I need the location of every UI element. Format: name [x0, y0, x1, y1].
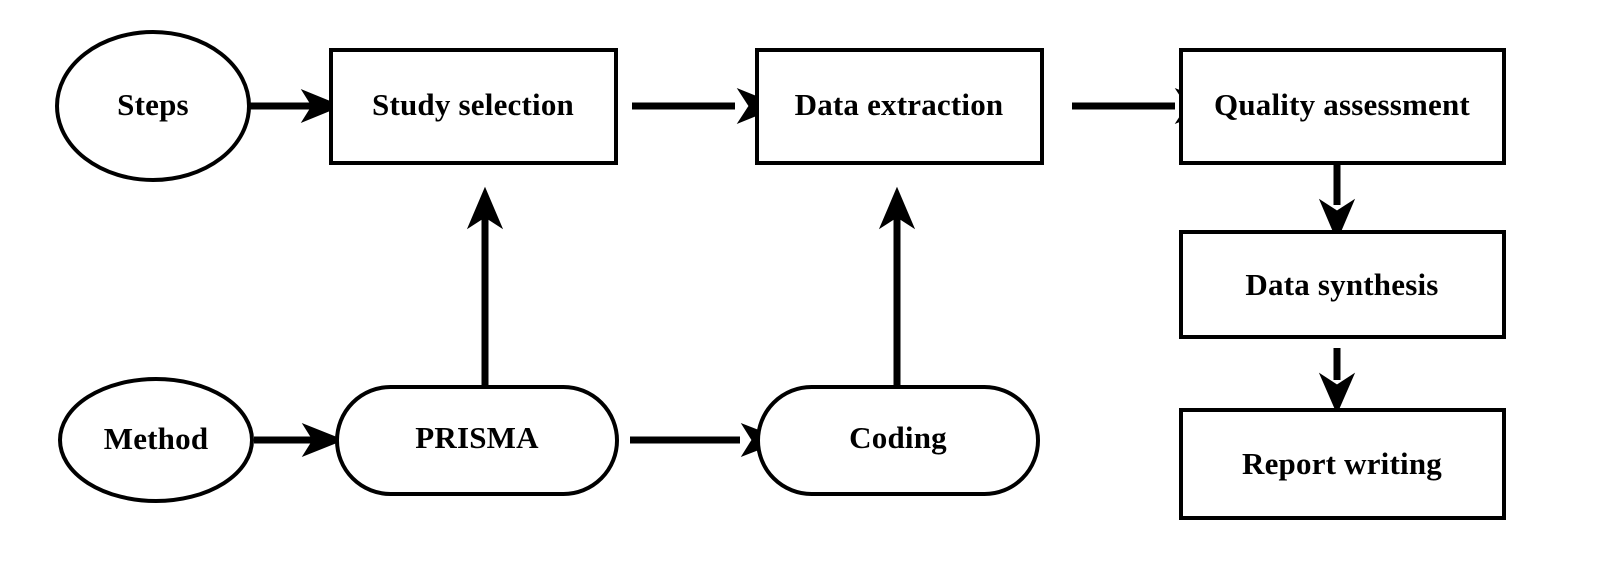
node-steps-label: Steps: [117, 87, 189, 122]
edge-quality-assessment-to-data-synthesis: [1318, 165, 1356, 242]
node-coding-label: Coding: [849, 420, 947, 455]
edge-data-synthesis-to-report-writing: [1318, 348, 1356, 415]
node-data-extraction[interactable]: Data extraction: [755, 48, 1044, 165]
node-study-selection[interactable]: Study selection: [329, 48, 618, 165]
node-data-synthesis[interactable]: Data synthesis: [1179, 230, 1506, 339]
node-method[interactable]: Method: [58, 377, 254, 503]
node-quality-assessment[interactable]: Quality assessment: [1179, 48, 1506, 165]
node-prisma[interactable]: PRISMA: [335, 385, 619, 496]
node-coding[interactable]: Coding: [756, 385, 1040, 496]
edge-method-to-prisma: [254, 422, 345, 458]
node-prisma-label: PRISMA: [415, 420, 539, 455]
node-study-selection-label: Study selection: [372, 87, 574, 122]
node-method-label: Method: [104, 421, 209, 456]
node-report-writing[interactable]: Report writing: [1179, 408, 1506, 520]
edge-steps-to-study-selection: [248, 88, 343, 124]
node-steps[interactable]: Steps: [55, 30, 251, 182]
node-data-synthesis-label: Data synthesis: [1245, 267, 1438, 302]
edge-prisma-to-study-selection: [466, 186, 504, 395]
edge-coding-to-data-extraction: [878, 186, 916, 394]
node-data-extraction-label: Data extraction: [795, 87, 1004, 122]
node-quality-assessment-label: Quality assessment: [1214, 87, 1470, 122]
node-report-writing-label: Report writing: [1242, 446, 1442, 481]
